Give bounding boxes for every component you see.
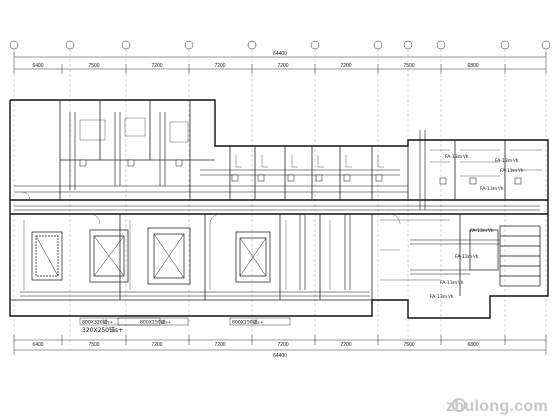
supply-ducts [14, 112, 540, 297]
overall-dim-bottom: 64400 [273, 353, 287, 359]
building-walls [9, 99, 549, 319]
dimension-segment: 7500 [403, 63, 414, 69]
doors [21, 191, 401, 225]
duct-airflow-label: FA-13m³/h [440, 280, 464, 286]
bottom-segment-labels: 6400 7500 7200 7200 7200 7200 7500 6800 [32, 342, 478, 348]
equipment-units [31, 225, 541, 287]
fan-marks [35, 233, 267, 279]
duct-airflow-label: FA-13m³/h [495, 158, 519, 164]
dimension-segment: 7500 [403, 342, 414, 348]
dimension-segment: 7500 [88, 63, 99, 69]
dimension-segment: 7200 [340, 63, 351, 69]
callout-1: 800X320锚s+... [82, 319, 118, 326]
top-segment-labels: 6400 7500 7200 7200 7200 7200 7500 6800 [32, 63, 478, 69]
duct-airflow-label: FA-13m³/h [445, 154, 469, 160]
grid-axis-lines [13, 49, 547, 345]
dimension-segment: 7200 [151, 342, 162, 348]
branch-ducts [23, 117, 542, 290]
dimension-segment: 7200 [340, 342, 351, 348]
room-partitions [10, 100, 506, 301]
callout-4: 800X150锚s+ [232, 319, 264, 326]
dimension-segment: 7200 [214, 63, 225, 69]
duct-airflow-label: FA-13m³/h [470, 228, 494, 234]
watermark-logo-icon [452, 398, 466, 412]
grid-bubbles [9, 40, 551, 50]
dimension-segment: 7200 [151, 63, 162, 69]
dimension-segment: 7200 [277, 63, 288, 69]
duct-airflow-label: FA-13m³/h [500, 168, 524, 174]
bottom-dimension-chain [13, 335, 547, 355]
callout-2: 320X250锚s+ [82, 326, 123, 334]
callout-3: 800X150锚s+ [140, 319, 172, 326]
duct-airflow-label: FA-13m³/h [430, 294, 454, 300]
dimension-segment: 6800 [467, 342, 478, 348]
dimension-segment: 7500 [88, 342, 99, 348]
duct-labels: FA-13m³/hFA-13m³/hFA-13m³/hFA-13m³/hFA-1… [430, 154, 524, 300]
overall-dim-top: 64400 [273, 51, 287, 57]
dimension-segment: 7200 [214, 342, 225, 348]
duct-airflow-label: FA-13m³/h [455, 254, 479, 260]
dimension-segment: 6400 [32, 63, 43, 69]
diffusers [79, 159, 522, 185]
bottom-callouts: 800X320锚s+... 320X250锚s+ 800X150锚s+ 800X… [79, 317, 291, 334]
duct-airflow-label: FA-13m³/h [480, 186, 504, 192]
dimension-segment: 6800 [467, 63, 478, 69]
dimension-segment: 6400 [32, 342, 43, 348]
watermark-text: zhulong.com [446, 398, 548, 415]
dimension-segment: 7200 [277, 342, 288, 348]
